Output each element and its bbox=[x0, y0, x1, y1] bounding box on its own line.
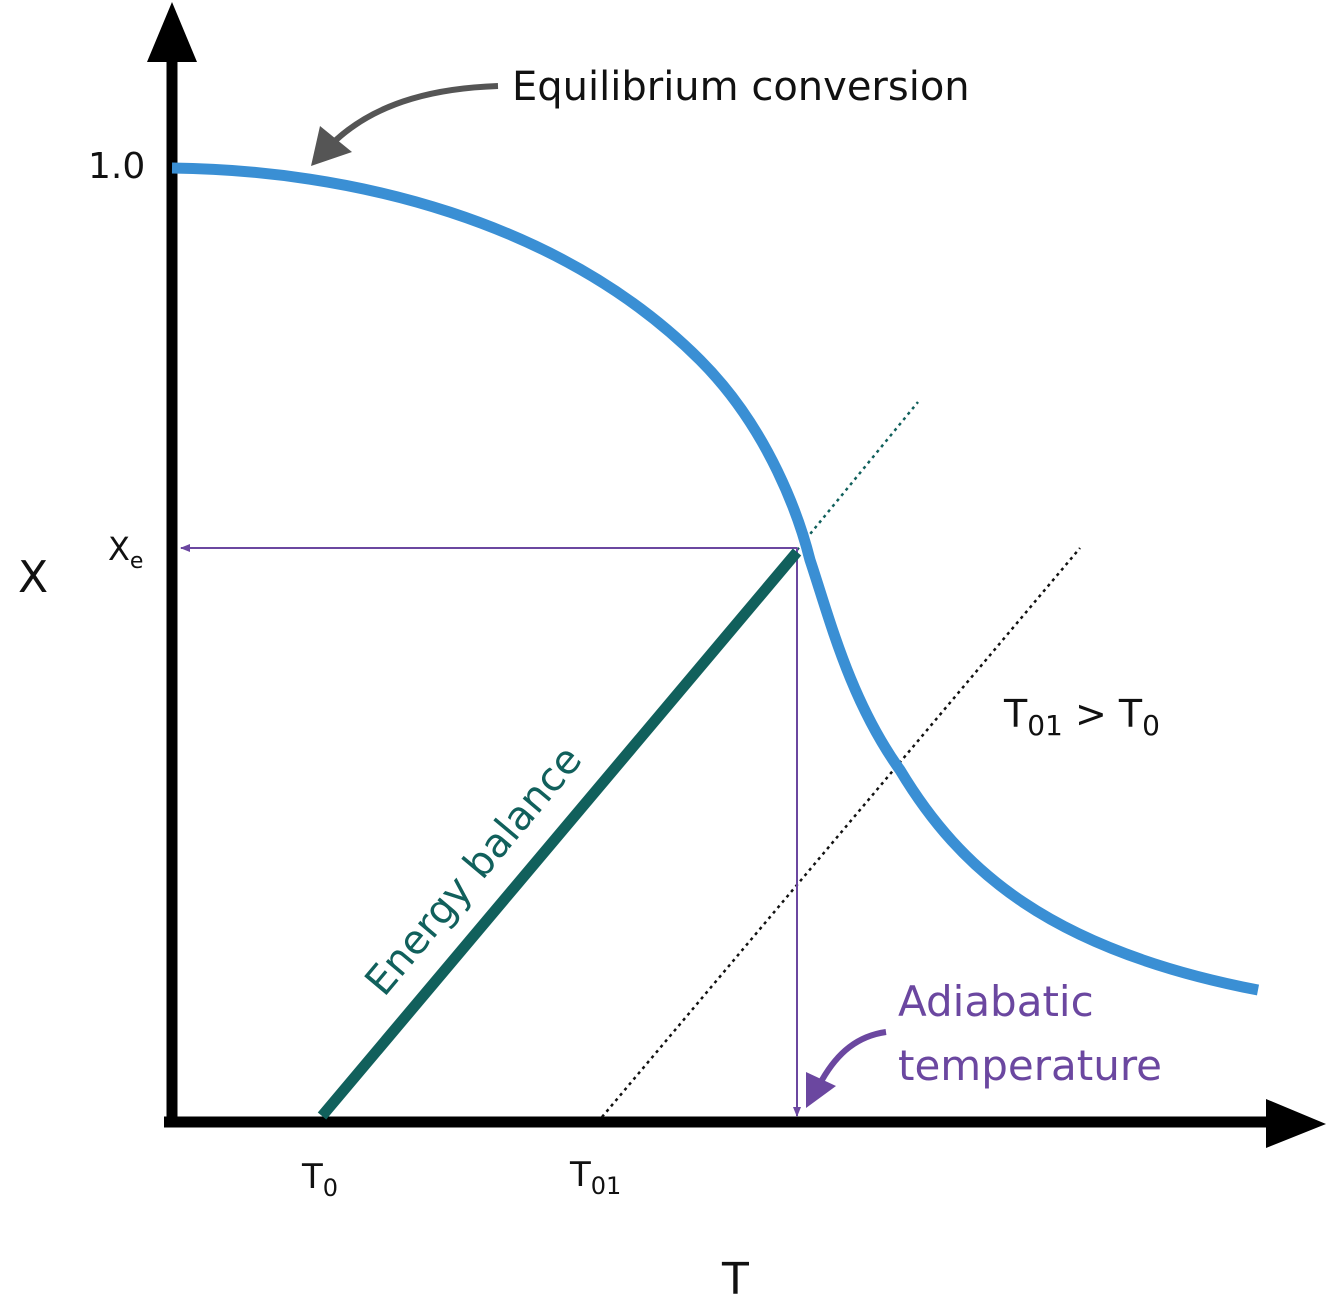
x-tick-t0: T0 bbox=[301, 1157, 338, 1202]
y-axis-label: X bbox=[18, 552, 48, 603]
energy-balance-line bbox=[317, 548, 802, 1120]
x-axis-label: T bbox=[721, 1254, 749, 1298]
y-axis-arrowhead bbox=[147, 2, 197, 62]
energy-balance-label: Energy balance bbox=[356, 737, 591, 1004]
energy-balance-extension bbox=[796, 401, 919, 551]
equilibrium-callout-arrow bbox=[333, 83, 499, 143]
energy-balance-t01-line bbox=[601, 547, 1081, 1118]
x-tick-t01: T01 bbox=[569, 1155, 621, 1200]
x-axis-arrowhead bbox=[1266, 1099, 1326, 1148]
adiabatic-callout-arrowhead bbox=[806, 1072, 836, 1108]
equilibrium-callout-arrowhead bbox=[311, 126, 352, 166]
temperature-comparison-label: T01 > T0 bbox=[1003, 692, 1160, 742]
y-tick-xe: Xe bbox=[108, 530, 143, 574]
adiabatic-callout-arrow bbox=[819, 1029, 887, 1082]
adiabatic-label-line1: Adiabatic bbox=[898, 977, 1094, 1026]
equilibrium-conversion-curve bbox=[171, 162, 1260, 996]
equilibrium-conversion-label: Equilibrium conversion bbox=[512, 64, 970, 110]
y-tick-1-0: 1.0 bbox=[88, 146, 145, 187]
adiabatic-label-line2: temperature bbox=[898, 1041, 1162, 1090]
